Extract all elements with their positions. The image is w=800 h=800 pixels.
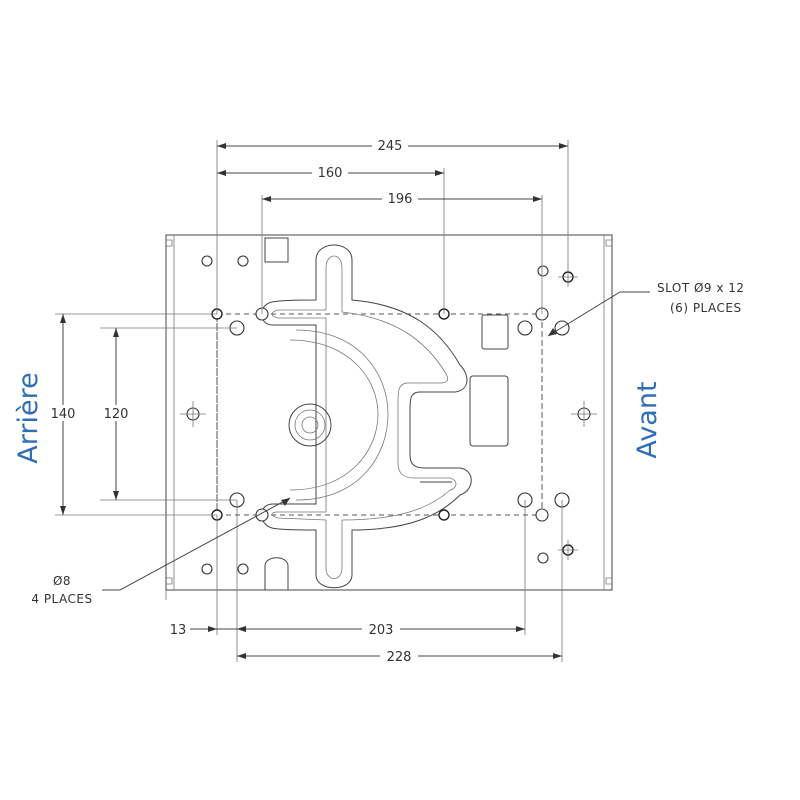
notes: SLOT Ø9 x 12 (6) PLACES Ø8 4 PLACES (31, 281, 744, 606)
swivel-cam (261, 244, 472, 589)
slot-note-line2: (6) PLACES (670, 301, 742, 315)
slot-note-line1: SLOT Ø9 x 12 (657, 281, 745, 295)
hole-note-line2: 4 PLACES (31, 592, 92, 606)
holes (180, 255, 597, 575)
dim-160: 160 (318, 166, 343, 181)
mounting-pattern (216, 313, 543, 516)
extension-lines (55, 140, 569, 662)
side-labels: Arrière Avant (13, 372, 663, 463)
dim-120: 120 (104, 407, 129, 422)
cutouts (264, 237, 509, 591)
dim-203: 203 (369, 623, 394, 638)
dim-140: 140 (51, 407, 76, 422)
label-avant: Avant (632, 381, 663, 458)
dimension-lines (60, 143, 650, 659)
dimension-labels: 245 160 196 140 120 13 203 228 (44, 137, 418, 665)
hole-note-line1: Ø8 (53, 574, 71, 588)
base-plate (165, 234, 613, 591)
label-arriere: Arrière (13, 372, 44, 463)
dim-228: 228 (387, 650, 412, 665)
dim-13: 13 (170, 623, 187, 638)
dim-245: 245 (378, 139, 403, 154)
dim-196: 196 (388, 192, 413, 207)
